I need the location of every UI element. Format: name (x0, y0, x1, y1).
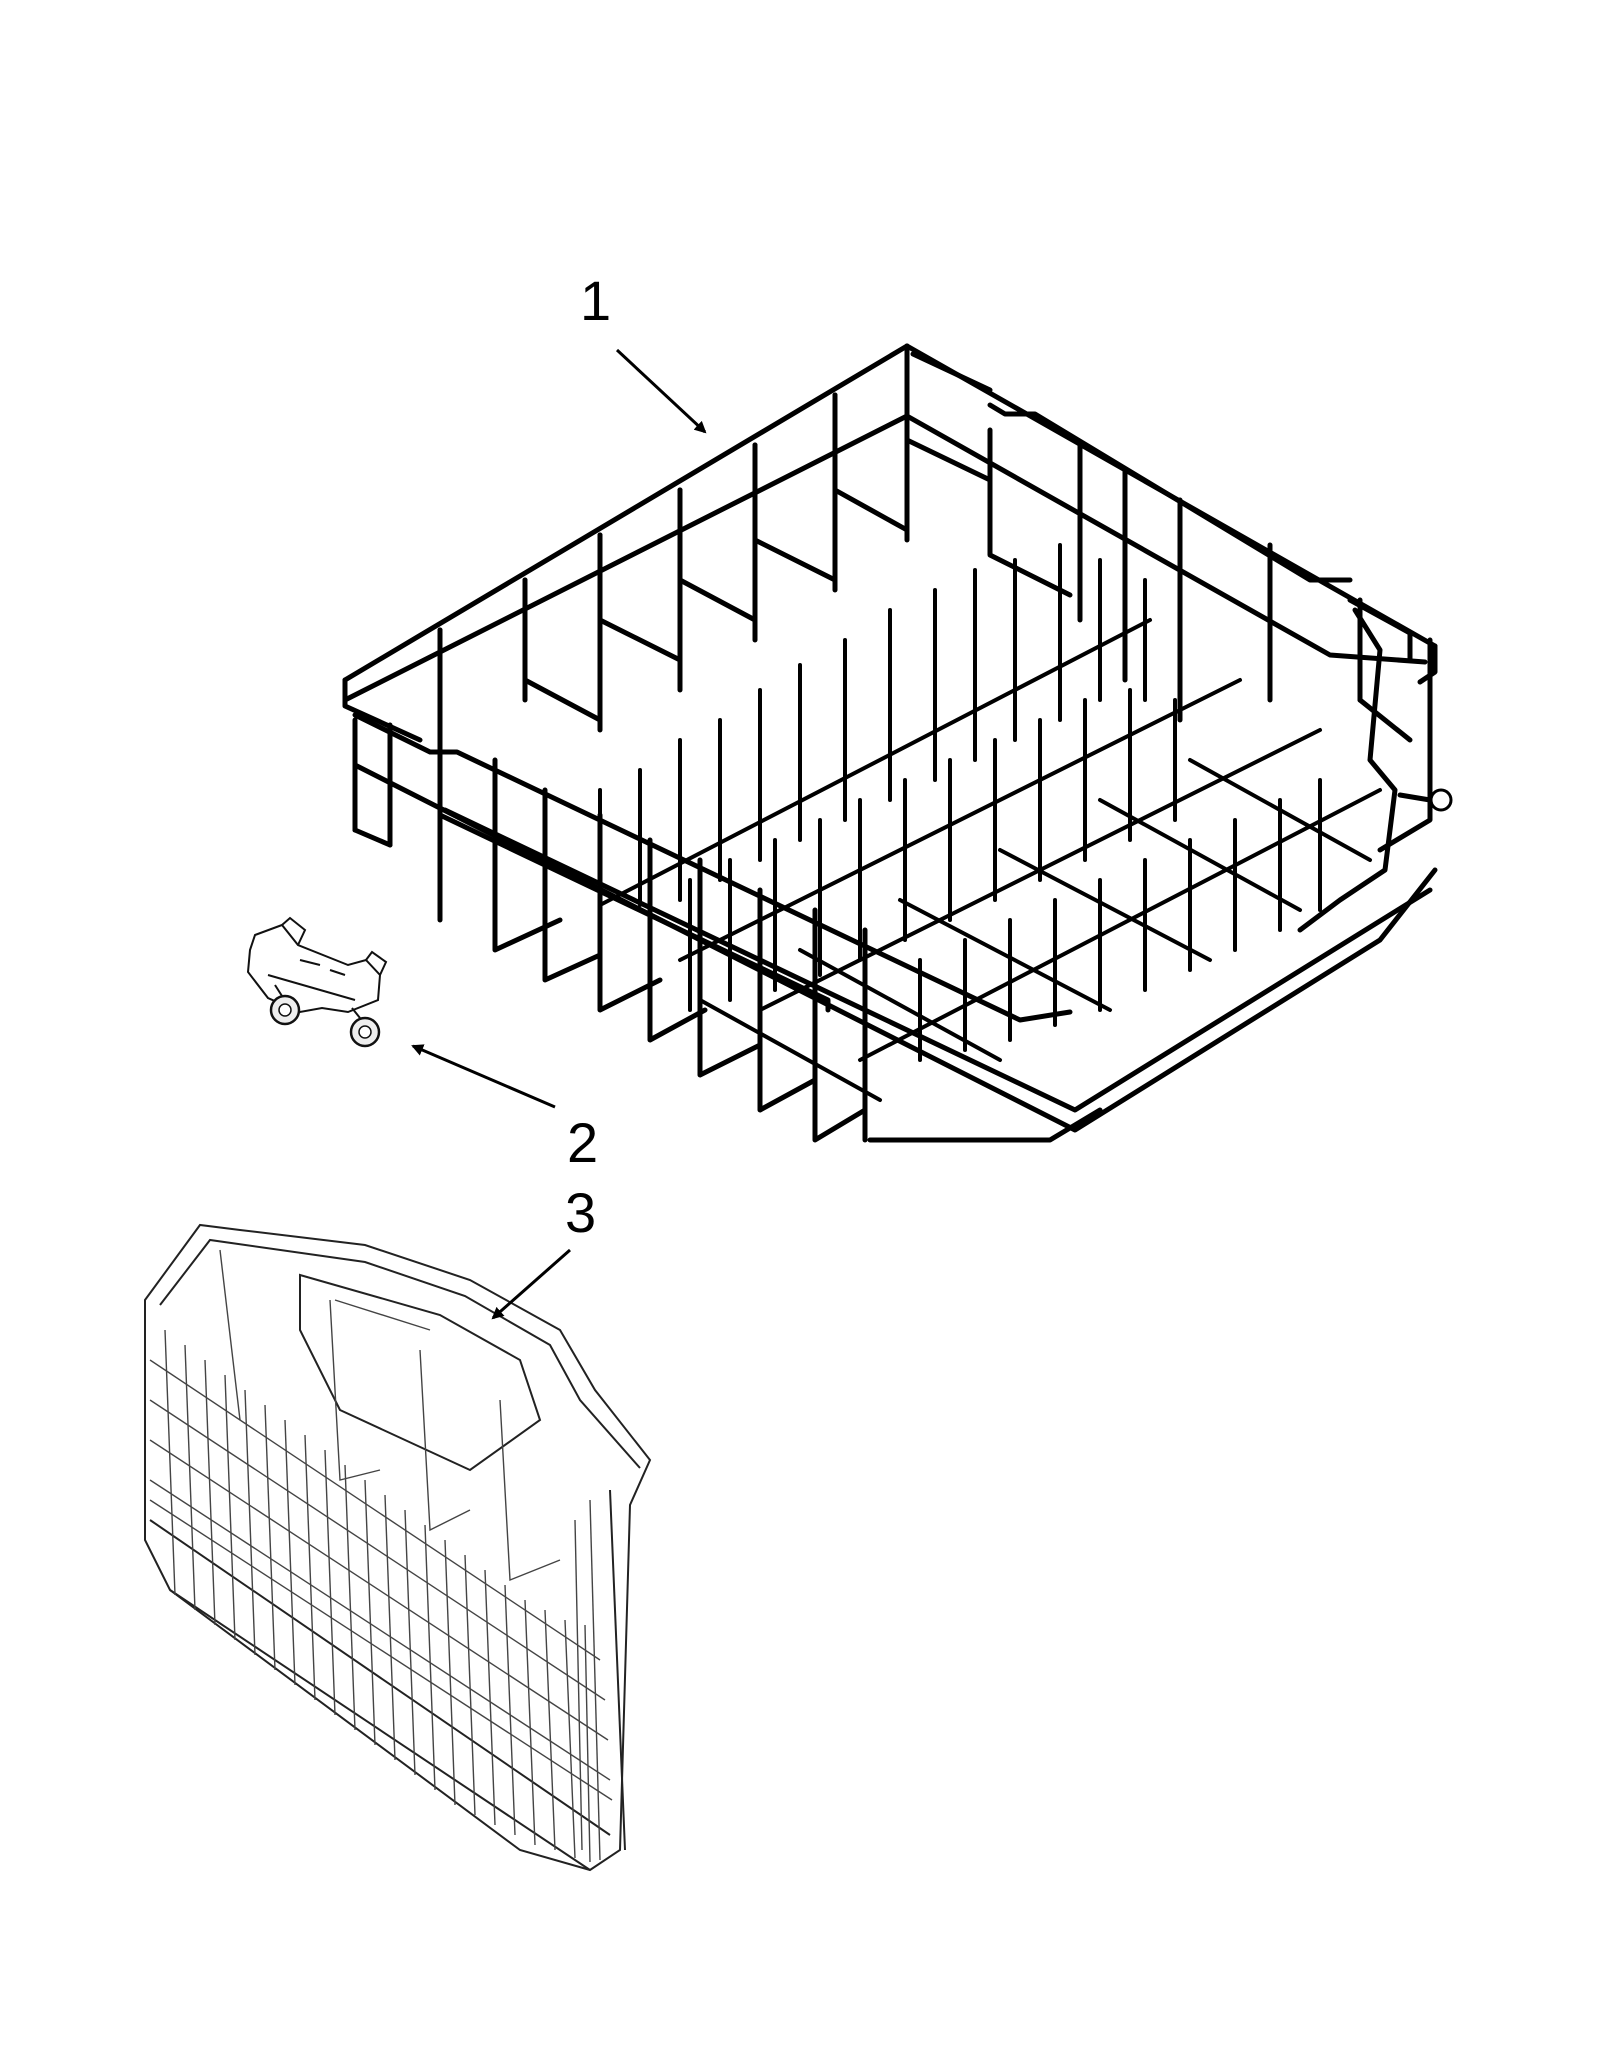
callout-3-arrow (491, 1248, 571, 1320)
dishrack-wire-icon[interactable] (342, 343, 1453, 1143)
callout-2-label: 2 (567, 1111, 598, 1174)
callout-1-label: 1 (580, 269, 611, 332)
callout-2: 2 (411, 1044, 598, 1174)
callout-2-arrow (411, 1044, 556, 1109)
callout-3-label: 3 (565, 1181, 596, 1244)
callout-1: 1 (580, 269, 707, 434)
rack-roller-icon[interactable] (246, 916, 388, 1048)
callout-1-arrow (615, 348, 707, 434)
callout-3: 3 (491, 1181, 596, 1320)
silverware-basket-icon[interactable] (144, 1223, 652, 1872)
